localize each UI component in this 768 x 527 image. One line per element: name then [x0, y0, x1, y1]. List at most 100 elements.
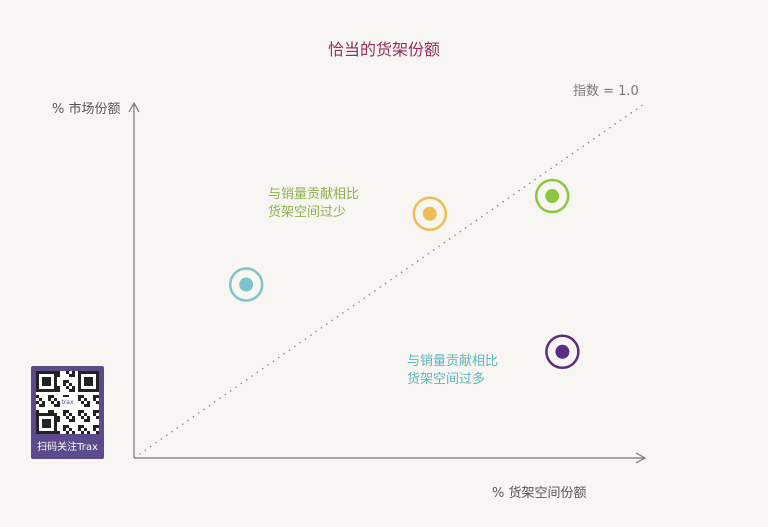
qr-module [87, 389, 90, 392]
qr-module [87, 377, 90, 380]
qr-module [54, 383, 57, 386]
qr-module [96, 401, 99, 404]
qr-module [66, 395, 69, 398]
qr-module [54, 377, 57, 380]
qr-module [48, 422, 51, 425]
qr-logo: trax [60, 397, 75, 408]
qr-module [66, 371, 69, 374]
qr-module [81, 395, 84, 398]
qr-module [54, 398, 57, 401]
qr-module [96, 371, 99, 374]
qr-module [93, 395, 96, 398]
qr-module [78, 398, 81, 401]
qr-module [87, 431, 90, 434]
qr-module [36, 416, 39, 419]
qr-module [36, 431, 39, 434]
qr-badge[interactable]: trax 扫码关注Trax [31, 366, 104, 459]
reference-line-label: 指数 = 1.0 [573, 84, 639, 99]
qr-module [93, 389, 96, 392]
qr-module [90, 377, 93, 380]
annotation-too-much-line-2: 货架空间过多 [407, 372, 486, 387]
qr-module [87, 371, 90, 374]
qr-module [78, 410, 81, 413]
annotation-too-little: 与销量贡献相比 货架空间过少 [268, 186, 359, 222]
qr-module [93, 428, 96, 431]
qr-module [36, 377, 39, 380]
qr-module [54, 389, 57, 392]
qr-module [78, 413, 81, 416]
qr-module [57, 416, 60, 419]
qr-module [90, 380, 93, 383]
qr-module [93, 425, 96, 428]
qr-module [42, 419, 45, 422]
qr-module [51, 395, 54, 398]
qr-module [84, 398, 87, 401]
qr-module [54, 419, 57, 422]
qr-module [87, 401, 90, 404]
qr-module [36, 425, 39, 428]
qr-module [45, 422, 48, 425]
qr-module [36, 401, 39, 404]
qr-module [48, 410, 51, 413]
qr-module [63, 428, 66, 431]
qr-module [42, 422, 45, 425]
qr-module [36, 374, 39, 377]
qr-module [84, 371, 87, 374]
qr-module [36, 383, 39, 386]
qr-module [45, 383, 48, 386]
qr-module [78, 377, 81, 380]
qr-module [78, 383, 81, 386]
qr-module [45, 377, 48, 380]
qr-module [42, 413, 45, 416]
data-point-dot [239, 277, 254, 292]
qr-module [48, 383, 51, 386]
qr-module [66, 425, 69, 428]
annotation-too-much: 与销量贡献相比 货架空间过多 [407, 353, 498, 389]
qr-module [54, 371, 57, 374]
qr-module [36, 380, 39, 383]
qr-module [96, 425, 99, 428]
qr-module [96, 416, 99, 419]
qr-module [84, 419, 87, 422]
qr-module [39, 398, 42, 401]
qr-module [87, 383, 90, 386]
qr-module [51, 410, 54, 413]
qr-module [84, 377, 87, 380]
qr-module [69, 383, 72, 386]
data-point [412, 196, 448, 231]
qr-module [36, 386, 39, 389]
qr-module [39, 413, 42, 416]
qr-module [36, 419, 39, 422]
qr-module [72, 371, 75, 374]
data-point-ring [412, 196, 448, 231]
qr-code: trax [36, 371, 99, 434]
qr-module [36, 395, 39, 398]
qr-module [96, 386, 99, 389]
qr-module [48, 371, 51, 374]
qr-module [96, 389, 99, 392]
qr-module [48, 395, 51, 398]
x-axis-label: % 货架空间份额 [492, 486, 587, 501]
points-layer [228, 178, 580, 370]
data-point [545, 334, 580, 370]
qr-module [78, 374, 81, 377]
qr-module [72, 419, 75, 422]
data-point [534, 178, 570, 214]
qr-module [96, 380, 99, 383]
qr-module [48, 389, 51, 392]
qr-module [54, 422, 57, 425]
qr-module [42, 431, 45, 434]
qr-code-pattern [36, 371, 99, 434]
qr-module [42, 377, 45, 380]
y-axis-arrow [128, 101, 140, 113]
qr-module [66, 380, 69, 383]
qr-module [45, 380, 48, 383]
qr-module [63, 410, 66, 413]
qr-module [78, 386, 81, 389]
qr-module [45, 425, 48, 428]
qr-module [93, 371, 96, 374]
qr-module [81, 416, 84, 419]
qr-module [93, 410, 96, 413]
qr-module [39, 371, 42, 374]
